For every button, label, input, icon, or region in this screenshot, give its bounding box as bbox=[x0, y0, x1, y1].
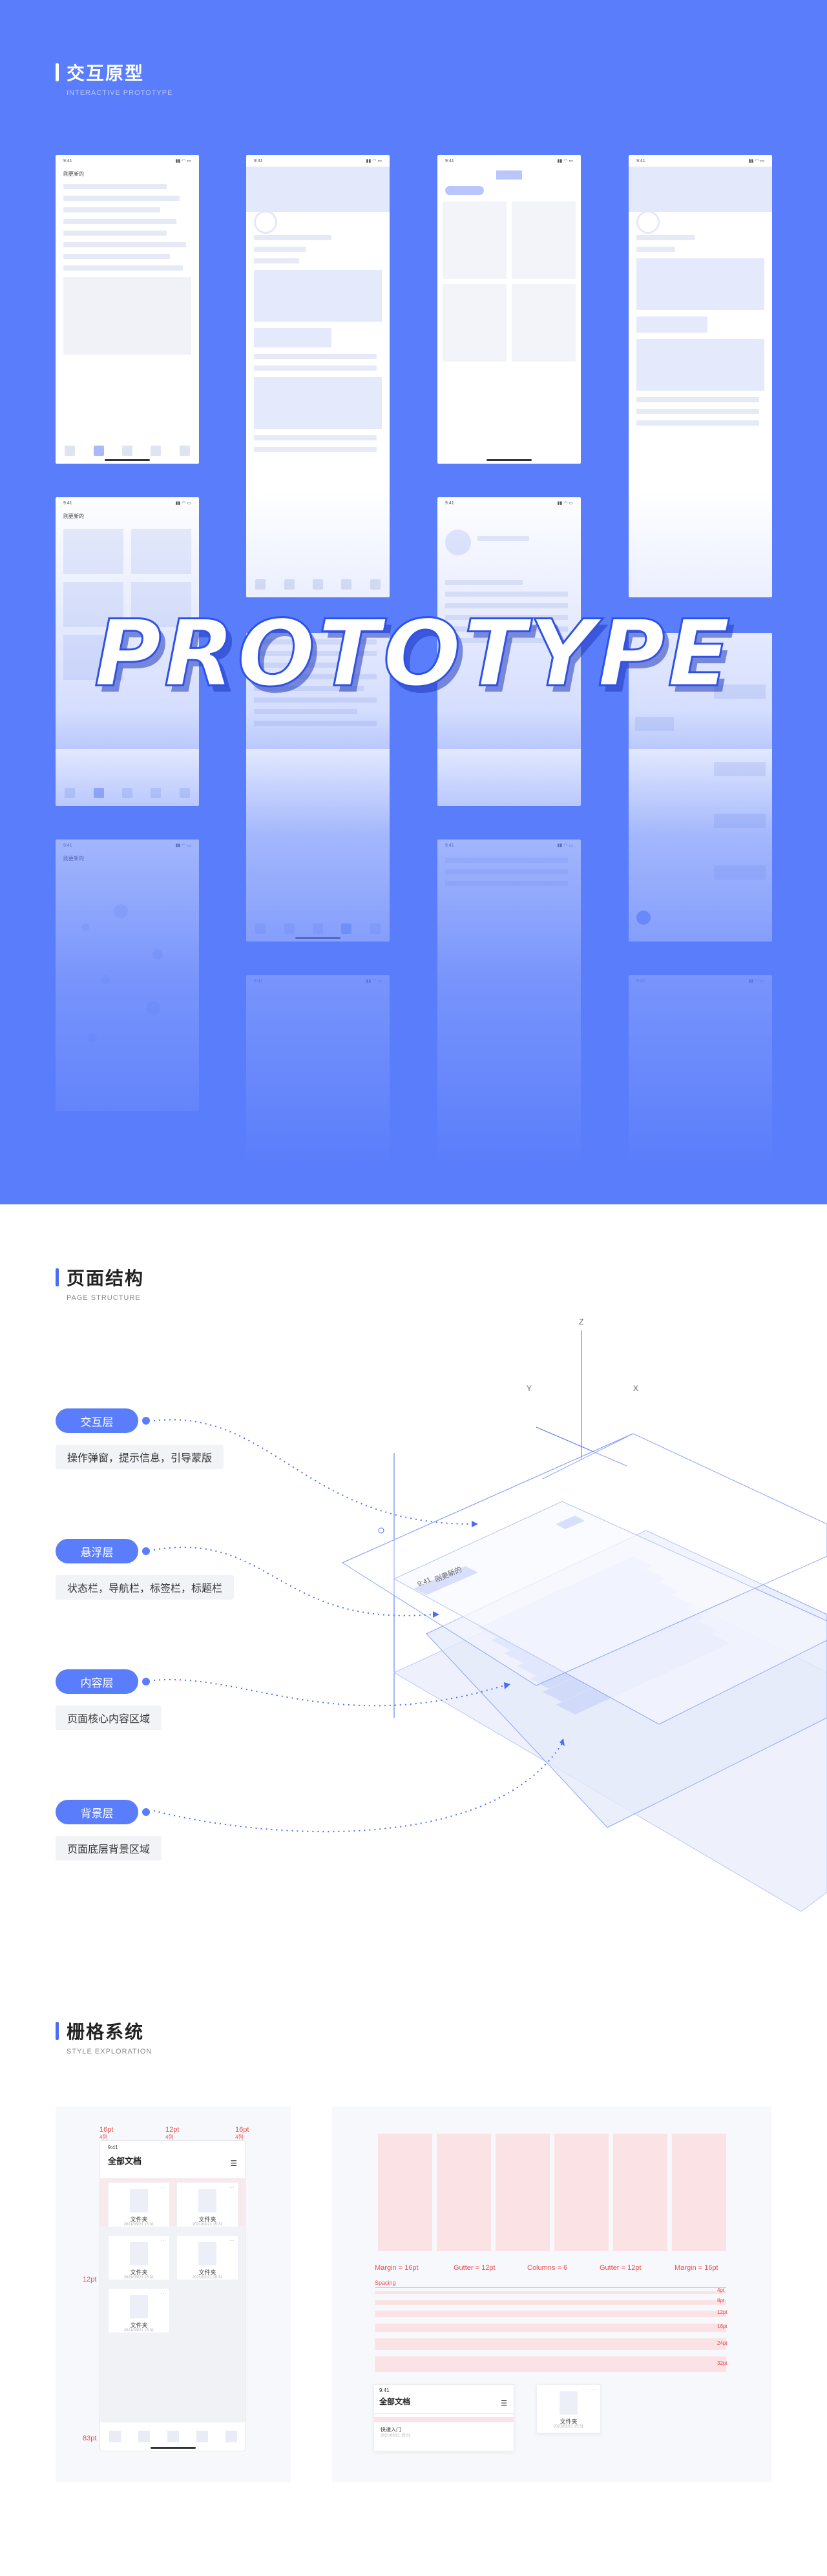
phone-mockup-faded-3: 9:41▮▮ ◠ ▭ bbox=[629, 975, 772, 1201]
grid-subtitle: STYLE EXPLORATION bbox=[67, 2048, 152, 2056]
layer-desc-background: 页面底层背景区域 bbox=[56, 1836, 162, 1860]
grid-column bbox=[496, 2134, 550, 2251]
axis-y-label: Y bbox=[527, 1384, 532, 1393]
grid-tab-bar bbox=[100, 2422, 245, 2451]
grid-spec-card: Margin = 16pt Gutter = 12pt Columns = 6 … bbox=[332, 2107, 771, 2482]
layer-pill-interaction: 交互层 bbox=[56, 1408, 138, 1433]
isometric-structure-diagram: 9:41 刚更新的 bbox=[153, 1330, 827, 1912]
columns-label: Columns = 6 bbox=[527, 2264, 568, 2272]
prototype-section-title: 交互原型 bbox=[56, 59, 144, 85]
phone-mockup-faded-2: 9:41▮▮ ◠ ▭ bbox=[437, 840, 581, 1201]
prototype-hero-word: PROTOTYPE bbox=[93, 600, 733, 708]
margin-left-label: Margin = 16pt bbox=[375, 2264, 419, 2272]
phone-mockup-article: 9:41▮▮ ◠ ▭ bbox=[629, 155, 772, 597]
grid-column bbox=[437, 2134, 491, 2251]
layer-pill-background: 背景层 bbox=[56, 1800, 138, 1824]
mini-doc-card[interactable]: ··· 文件夹 2021/03/21 15:31 bbox=[536, 2384, 601, 2433]
mini-phone-header: 9:41 全部文档 ☰ 快速入门 2021/03/21 15:31 bbox=[373, 2384, 514, 2451]
layer-pill-floating: 悬浮层 bbox=[56, 1539, 138, 1563]
title-bar bbox=[56, 63, 59, 81]
mini-row-date: 2021/03/21 15:31 bbox=[381, 2434, 411, 2438]
grid-column bbox=[378, 2134, 432, 2251]
structure-section-title: 页面结构 bbox=[56, 1264, 144, 1290]
status-bar: 9:41▮▮ ◠ ▭ bbox=[63, 158, 191, 164]
grid-column bbox=[613, 2134, 667, 2251]
phone-mockup-profile: 9:41▮▮ ◠ ▭ bbox=[246, 155, 390, 597]
gutter-label-2: Gutter = 12pt bbox=[600, 2264, 642, 2272]
grid-phone-card: 16pt 4列 12pt 4列 16pt 4列 12pt 83pt 9:41 全… bbox=[56, 2107, 291, 2482]
grid-column bbox=[554, 2134, 609, 2251]
phone-mockup-scatter: 9:41▮▮ ◠ ▭ 刚更新的 bbox=[56, 840, 199, 1111]
grid-title-text: 栅格系统 bbox=[67, 2022, 145, 2042]
layer-desc-floating: 状态栏，导航栏，标签栏，标题栏 bbox=[56, 1575, 235, 1600]
phone-mockup-dashboard: 9:41▮▮ ◠ ▭ bbox=[437, 155, 581, 464]
margin-right-label: Margin = 16pt bbox=[675, 2264, 718, 2272]
phone-tag: 刚更新的 bbox=[63, 171, 84, 177]
mini-row-title: 快速入门 bbox=[381, 2427, 401, 2433]
structure-title-text: 页面结构 bbox=[67, 1268, 145, 1288]
prototype-title-text: 交互原型 bbox=[67, 63, 145, 83]
axis-x-label: X bbox=[633, 1384, 639, 1393]
grid-section-title: 栅格系统 bbox=[56, 2018, 144, 2044]
menu-icon[interactable]: ☰ bbox=[230, 2159, 237, 2168]
phone-mockup-list: 9:41▮▮ ◠ ▭ 刚更新的 bbox=[56, 155, 199, 464]
grid-column bbox=[672, 2134, 726, 2251]
menu-icon[interactable]: ☰ bbox=[501, 2400, 507, 2407]
spacing-label: Spacing bbox=[375, 2280, 396, 2286]
axis-z-label: Z bbox=[579, 1317, 584, 1326]
phone-mockup-faded: 9:41▮▮ ◠ ▭ bbox=[246, 975, 390, 1201]
layer-desc-interaction: 操作弹窗，提示信息，引导蒙版 bbox=[56, 1445, 224, 1469]
prototype-subtitle: INTERACTIVE PROTOTYPE bbox=[67, 89, 173, 97]
gutter-label-1: Gutter = 12pt bbox=[454, 2264, 496, 2272]
structure-subtitle: PAGE STRUCTURE bbox=[67, 1294, 141, 1302]
grid-phone-header: 全部文档 bbox=[108, 2156, 142, 2166]
prototype-section: 交互原型 INTERACTIVE PROTOTYPE 9:41▮▮ ◠ ▭ 刚更… bbox=[0, 0, 827, 1204]
tab-bar bbox=[56, 438, 199, 464]
layer-desc-content: 页面核心内容区域 bbox=[56, 1705, 162, 1730]
layer-pill-content: 内容层 bbox=[56, 1669, 138, 1694]
